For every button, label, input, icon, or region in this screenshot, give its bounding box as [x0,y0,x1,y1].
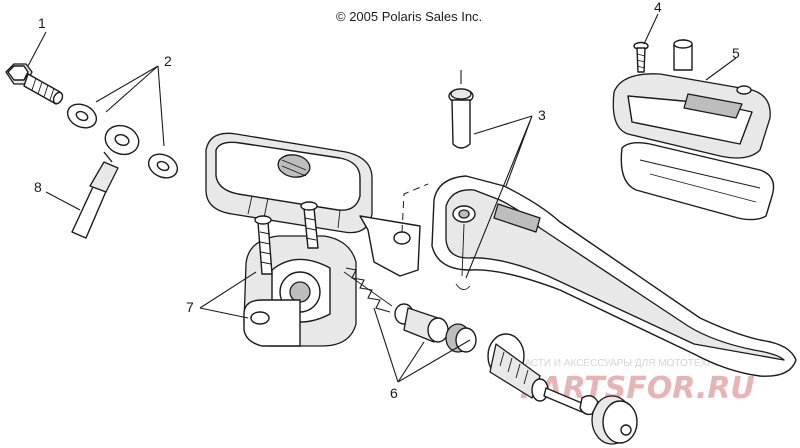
watermark-tagline: ЗАПЧАСТИ И АКСЕССУАРЫ ДЛЯ МОТОТЕХНИКИ [498,358,735,369]
leader-1 [27,31,47,67]
leader-5 [705,57,737,81]
callout-5: 5 [732,45,740,61]
brake-lever [431,175,797,377]
master-cylinder-body [205,132,429,347]
leader-4 [643,13,659,45]
callout-4: 4 [654,0,662,15]
callout-2: 2 [164,53,172,69]
leader-7 [199,271,257,319]
leader-3 [465,115,533,279]
copyright-text: © 2005 Polaris Sales Inc. [336,9,482,24]
part-1-banjo-bolt [5,63,64,105]
part-5-reservoir-cover [612,39,775,221]
callout-7: 7 [186,299,194,315]
callout-6: 6 [390,385,398,401]
leader-2 [95,65,165,147]
part-8-brake-line-fitting [71,124,140,239]
part-3-pivot-pin [448,70,474,290]
leader-6 [373,307,471,383]
part-2-washers [66,103,179,179]
callout-1: 1 [38,15,46,31]
leader-8 [45,191,81,211]
callout-3: 3 [538,107,546,123]
callout-8: 8 [34,179,42,195]
part-6-piston-assembly [343,267,638,445]
part-4-screw [633,41,649,73]
